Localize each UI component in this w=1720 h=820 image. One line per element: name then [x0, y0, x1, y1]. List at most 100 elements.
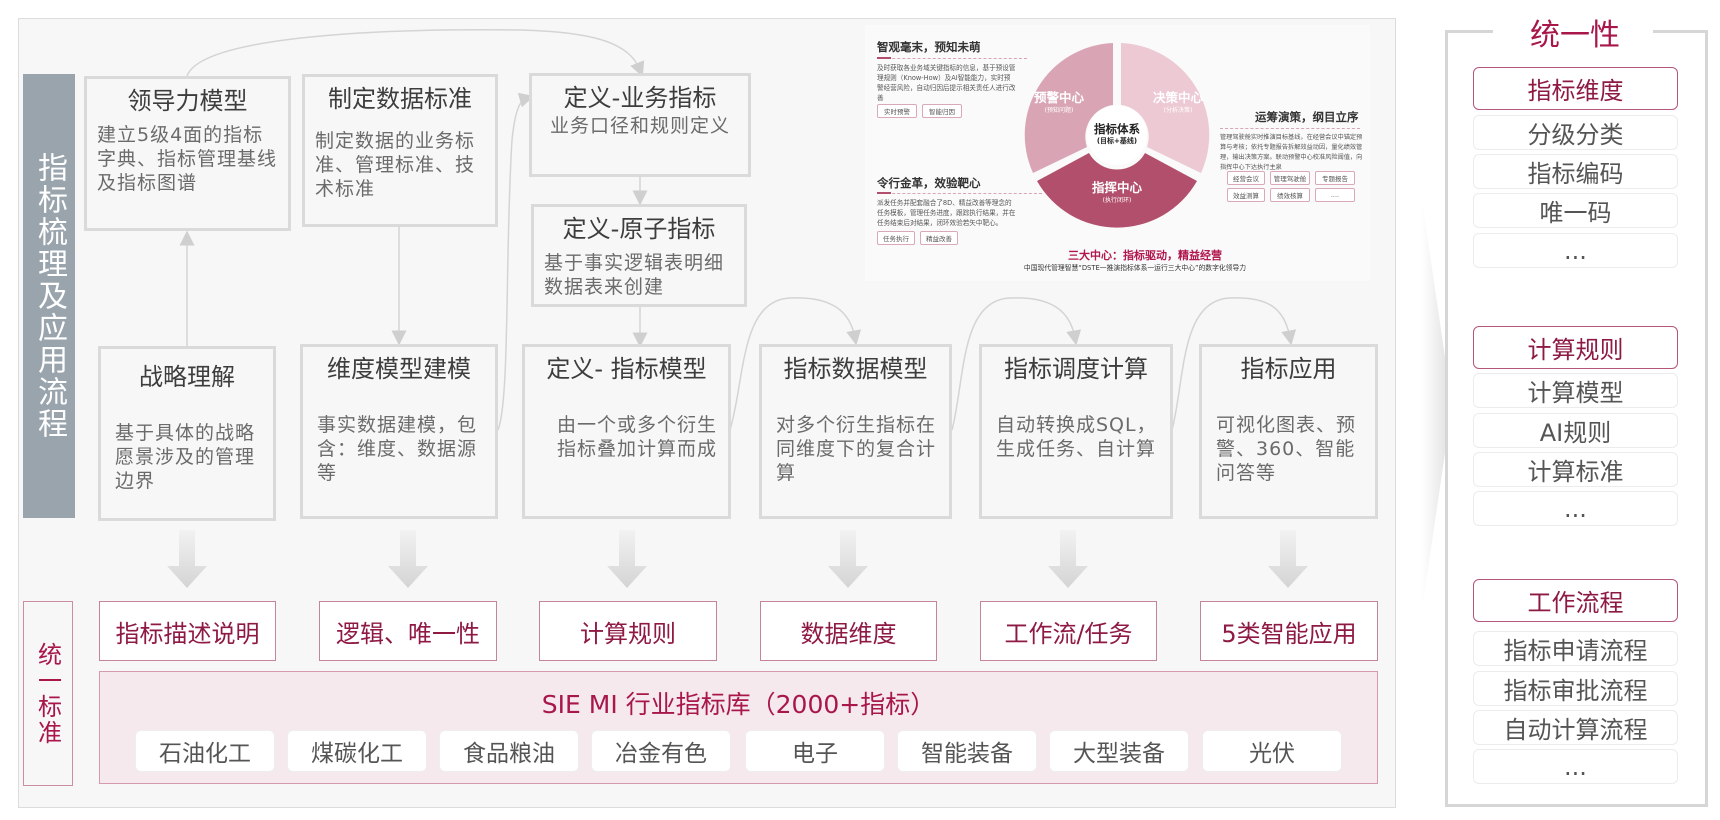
divider-accent [877, 192, 891, 194]
industry-metric-library: SIE MI 行业指标库（2000+指标） 石油化工 煤碳化工 食品粮油 冶金有… [99, 671, 1378, 784]
item-more[interactable]: ... [1473, 233, 1678, 268]
standard-calc-rules: 计算规则 [539, 601, 717, 661]
unified-standard-label: 统一标准 [23, 601, 73, 786]
inset-text-command: 派发任务并配套融合了8D、精益改善等理念的任务模板，管理任务进度，跟踪执行结果，… [877, 199, 1016, 227]
flow-section-label-text: 指标梳理及应用流程 [32, 152, 67, 440]
box-desc: 基于事实逻辑表明细数据表来创建 [544, 252, 725, 298]
label-command-center: 指挥中心 [1091, 180, 1142, 195]
flow-section-label: 指标梳理及应用流程 [23, 74, 75, 518]
box-title: 指标数据模型 [783, 355, 928, 383]
industry-food-grain-oil[interactable]: 食品粮油 [439, 730, 579, 772]
flow-box-strategy: 战略理解 基于具体的战略愿景涉及的管理边界 [98, 346, 276, 521]
standard-data-dimension: 数据维度 [760, 601, 937, 661]
down-arrow-icon [167, 530, 207, 588]
inset-heading-warning: 智观毫末，预知未萌 [877, 40, 981, 54]
industry-electronics[interactable]: 电子 [745, 730, 885, 772]
industry-smart-equipment[interactable]: 智能装备 [897, 730, 1037, 772]
box-desc: 可视化图表、预警、360、智能问答等 [1216, 414, 1357, 484]
standard-logic-uniqueness: 逻辑、唯一性 [319, 601, 497, 661]
item-ai-rules[interactable]: AI规则 [1473, 413, 1678, 448]
label-warning-sub: (预知问题) [1044, 107, 1074, 114]
tag-task-execution: 任务执行 [877, 231, 915, 245]
group-head-calc-rules[interactable]: 计算规则 [1473, 326, 1678, 369]
box-title: 指标应用 [1240, 355, 1337, 383]
standard-metric-description: 指标描述说明 [99, 601, 276, 661]
item-auto-calc-flow[interactable]: 自动计算流程 [1473, 710, 1678, 745]
uniformity-title: 统一性 [1530, 18, 1620, 53]
item-approval-flow[interactable]: 指标审批流程 [1473, 671, 1678, 706]
divider [1220, 128, 1360, 129]
box-desc: 由一个或多个衍生指标叠加计算而成 [557, 414, 718, 460]
chevron-right-icon [1422, 200, 1452, 610]
industry-petrochemical[interactable]: 石油化工 [135, 730, 275, 772]
box-title: 定义- 指标模型 [546, 355, 707, 383]
three-centers-donut [1024, 43, 1210, 228]
item-apply-flow[interactable]: 指标申请流程 [1473, 631, 1678, 666]
inset-slogan: 三大中心：指标驱动，精益经营 [1068, 249, 1222, 262]
segment-warning-center [1024, 43, 1113, 173]
item-calc-standard[interactable]: 计算标准 [1473, 452, 1678, 487]
box-title: 维度模型建模 [327, 355, 471, 383]
box-title: 定义-原子指标 [562, 215, 716, 243]
label-decision-center: 决策中心 [1152, 90, 1203, 105]
flow-box-metric-model: 定义- 指标模型 由一个或多个衍生指标叠加计算而成 [522, 344, 731, 519]
down-arrow-icon [607, 530, 647, 588]
tag-business-meeting: 经营会议 [1227, 171, 1265, 185]
item-more[interactable]: ... [1473, 749, 1678, 784]
box-title: 制定数据标准 [328, 85, 472, 113]
three-centers-inset: 智观毫末，预知未萌 及时获取各业务域关键指标的信息，基于预设管理规则（Know-… [865, 25, 1370, 281]
flow-box-metric-data-model: 指标数据模型 对多个衍生指标在同维度下的复合计算 [759, 344, 952, 519]
box-title: 领导力模型 [127, 87, 248, 115]
box-desc: 对多个衍生指标在同维度下的复合计算 [776, 414, 937, 484]
box-title: 指标调度计算 [1004, 355, 1148, 383]
industry-metallurgy[interactable]: 冶金有色 [591, 730, 731, 772]
divider [877, 193, 1042, 194]
box-title: 定义-业务指标 [563, 84, 717, 112]
down-arrow-icon [388, 530, 428, 588]
item-classification[interactable]: 分级分类 [1473, 115, 1678, 150]
tag-topic-report: 专题报告 [1315, 171, 1355, 185]
item-more[interactable]: ... [1473, 491, 1678, 526]
industry-coal-chemical[interactable]: 煤碳化工 [287, 730, 427, 772]
box-desc: 自动转换成SQL，生成任务、自计算 [996, 414, 1157, 460]
industry-photovoltaic[interactable]: 光伏 [1202, 730, 1342, 772]
tag-performance-calc: 绩效核算 [1270, 188, 1310, 202]
tag-smart-attribution: 智能归因 [922, 104, 962, 118]
down-arrow-icon [828, 530, 868, 588]
flow-box-data-standards: 制定数据标准 制定数据的业务标准、管理标准、技术标准 [302, 74, 498, 227]
inset-heading-command: 令行金革，效验靶心 [877, 176, 981, 190]
library-title: SIE MI 行业指标库（2000+指标） [541, 690, 936, 719]
box-desc: 基于具体的战略愿景涉及的管理边界 [115, 422, 256, 492]
industry-large-equipment[interactable]: 大型装备 [1049, 730, 1189, 772]
segment-decision-center [1121, 43, 1210, 173]
inset-caption: 中国现代管理智慧“DSTE一推演指标体系一运行三大中心”的数字化领导力 [1023, 264, 1247, 272]
down-arrow-icon [1048, 530, 1088, 588]
flow-box-leadership-model: 领导力模型 建立5级4面的指标字典、指标管理基线及指标图谱 [84, 76, 291, 231]
flow-box-scheduling: 指标调度计算 自动转换成SQL，生成任务、自计算 [979, 344, 1173, 519]
divider-accent [877, 57, 891, 59]
divider [877, 58, 1027, 59]
group-head-workflow[interactable]: 工作流程 [1473, 579, 1678, 622]
inset-heading-decision: 运筹演策，纲目立序 [1255, 110, 1359, 124]
box-desc: 建立5级4面的指标字典、指标管理基线及指标图谱 [97, 124, 278, 194]
down-arrow-icon [1268, 530, 1308, 588]
tag-more: .... [1315, 188, 1355, 202]
standard-smart-apps: 5类智能应用 [1200, 601, 1378, 661]
tag-realtime-warning: 实时预警 [877, 104, 917, 118]
tag-benefit-calc: 效益测算 [1227, 188, 1265, 202]
standard-workflow-task: 工作流/任务 [980, 601, 1157, 661]
panel-top-border [1653, 30, 1708, 33]
label-metric-system: 指标体系 [1094, 122, 1140, 136]
box-desc: 业务口径和规则定义 [549, 115, 730, 137]
group-head-metric-dimension[interactable]: 指标维度 [1473, 67, 1678, 110]
item-unique-code[interactable]: 唯一码 [1473, 193, 1678, 228]
flow-connectors [179, 29, 1297, 431]
label-warning-center: 预警中心 [1033, 90, 1084, 105]
item-metric-code[interactable]: 指标编码 [1473, 154, 1678, 189]
tag-lean-improvement: 精益改善 [920, 231, 958, 245]
panel-top-border [1445, 30, 1493, 33]
flow-box-business-metric: 定义-业务指标 业务口径和规则定义 [529, 73, 751, 177]
tag-cockpit: 管理驾驶舱 [1270, 171, 1310, 185]
label-command-sub: (执行闭环) [1102, 197, 1132, 204]
item-calc-model[interactable]: 计算模型 [1473, 373, 1678, 408]
